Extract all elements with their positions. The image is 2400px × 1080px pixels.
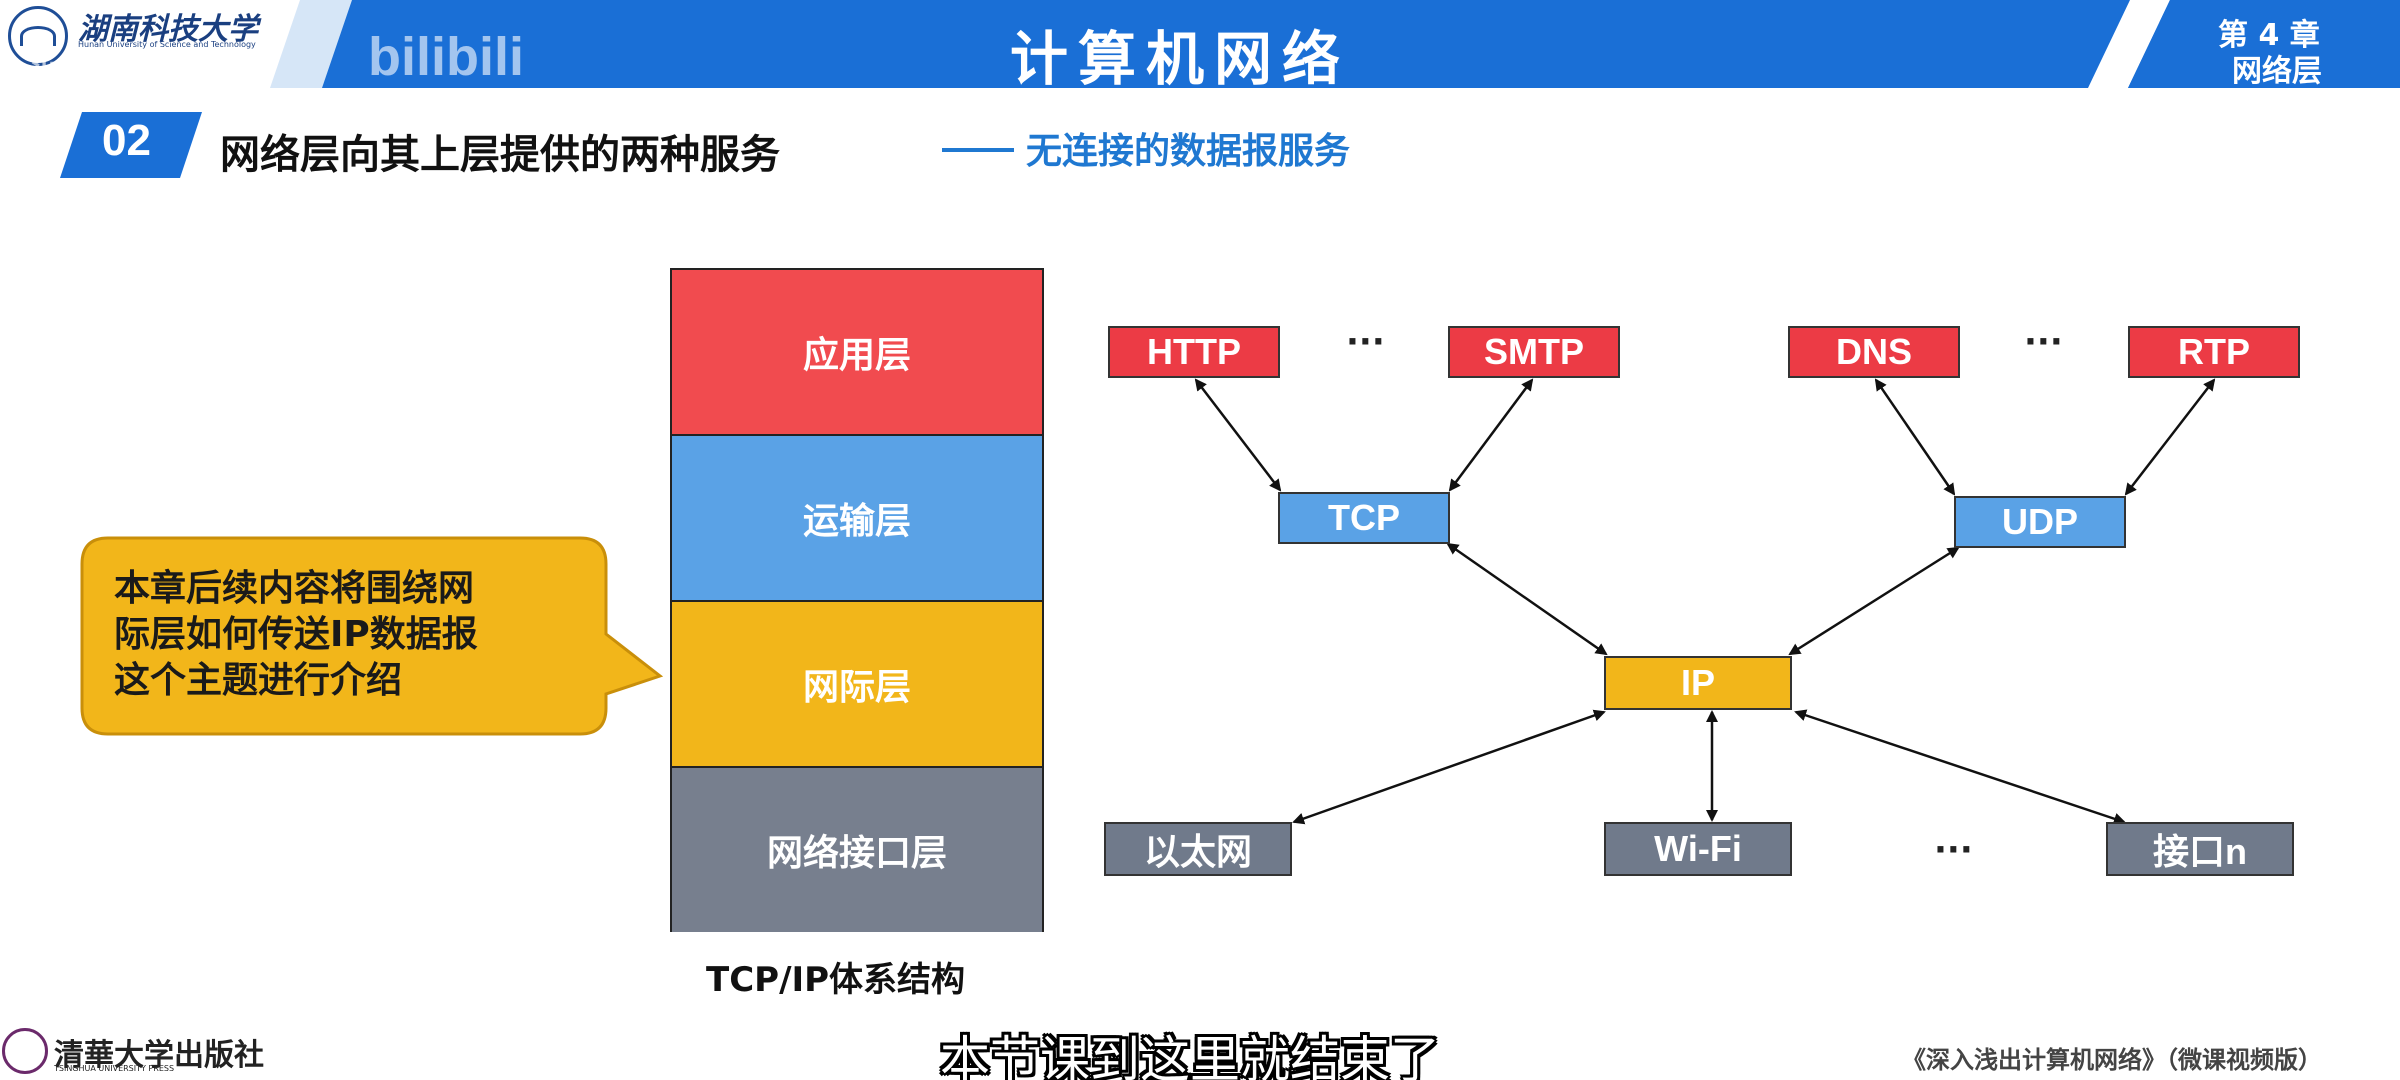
protocol-dns: DNS [1788,326,1960,378]
ellipsis-application-1: ··· [1346,322,1385,362]
protocol-ip: IP [1604,656,1792,710]
section-subtitle: 无连接的数据报服务 [1026,131,1351,172]
chapter-name: 网络层 [2232,54,2322,89]
layer-transport: 运输层 [672,436,1042,602]
layer-network-interface: 网络接口层 [672,768,1042,932]
header-bar: 湖南科技大学 Hunan University of Science and T… [0,0,2400,96]
section-number-badge [60,112,202,178]
callout-line: 本章后续内容将围绕网 [114,568,475,609]
channel-watermark: 湖科大教书匠 [30,58,229,96]
arrow-dns-udp [1874,378,1956,496]
section-title-dash [942,148,1014,152]
callout-bubble [80,536,664,736]
tcpip-layer-stack: 应用层 运输层 网际层 网络接口层 [670,268,1044,932]
protocol-tcp: TCP [1278,492,1450,544]
ellipsis-link: ··· [1934,830,1973,870]
layer-application: 应用层 [672,270,1042,436]
protocol-http: HTTP [1108,326,1280,378]
ellipsis-application-2: ··· [2024,322,2063,362]
header-background [0,0,2400,88]
video-subtitle: 本节课到这里就结束了 [940,1031,1440,1080]
university-name-en: Hunan University of Science and Technolo… [78,40,256,49]
arrow-ip-ethernet [1292,709,1606,825]
section-number: 02 [102,116,151,165]
protocol-smtp: SMTP [1448,326,1620,378]
callout-text: 本章后续内容将围绕网 际层如何传送IP数据报 这个主题进行介绍 [114,566,634,704]
section-title: 网络层向其上层提供的两种服务 [220,132,780,178]
link-wifi: Wi-Fi [1604,822,1792,876]
university-logo: 湖南科技大学 Hunan University of Science and T… [0,0,330,88]
stack-caption: TCP/IP体系结构 [706,960,966,1000]
platform-watermark: bilibili [368,27,524,87]
course-title: 计算机网络 [1010,25,1351,93]
arrow-http-tcp [1194,378,1282,492]
publisher-logo-icon [2,1028,48,1074]
university-name: 湖南科技大学 [78,12,258,47]
callout-line: 际层如何传送IP数据报 [114,614,478,655]
arrow-rtp-udp [2124,378,2216,496]
university-emblem-icon [8,6,68,66]
book-title: 《深入浅出计算机网络》（微课视频版） [1902,1046,2322,1074]
arrow-smtp-tcp [1448,378,1534,492]
callout-line: 这个主题进行介绍 [114,660,403,701]
protocol-udp: UDP [1954,496,2126,548]
publisher-name-en: TSINGHUA UNIVERSITY PRESS [54,1064,175,1073]
chapter-number: 第 4 章 [2218,18,2320,53]
publisher-name: 清華大学出版社 [54,1038,264,1073]
layer-internet: 网际层 [672,602,1042,768]
arrow-ip-interface-n [1794,709,2126,825]
link-interface-n: 接口n [2106,822,2294,876]
arrow-udp-ip [1788,546,1960,656]
arrow-tcp-ip [1446,542,1608,656]
link-ethernet: 以太网 [1104,822,1292,876]
protocol-rtp: RTP [2128,326,2300,378]
